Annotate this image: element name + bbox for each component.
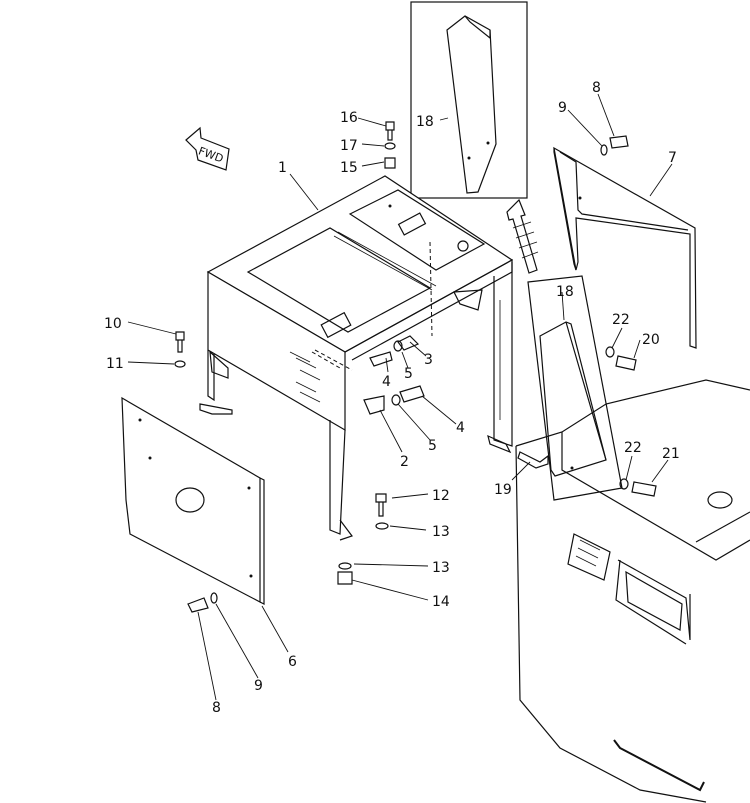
label-16: 16	[340, 110, 358, 126]
label-2: 2	[400, 454, 409, 470]
label-17: 17	[340, 138, 358, 154]
label-5a: 5	[404, 366, 413, 382]
label-22b: 22	[624, 440, 642, 456]
label-4a: 4	[382, 374, 391, 390]
label-9b: 9	[254, 678, 263, 694]
label-20: 20	[642, 332, 660, 348]
label-12: 12	[432, 488, 450, 504]
inner-bracket	[453, 289, 483, 311]
label-10: 10	[104, 316, 122, 332]
fasteners	[174, 121, 657, 613]
fwd-label: FWD	[197, 144, 226, 165]
label-18a: 18	[416, 114, 434, 130]
label-8b: 8	[212, 700, 221, 716]
leader-lines	[127, 93, 673, 701]
left-leg	[199, 350, 233, 415]
label-11: 11	[106, 356, 124, 372]
fwd-arrow-icon: FWD	[185, 126, 230, 171]
direction-arrow-icon	[506, 198, 539, 274]
label-4b: 4	[456, 420, 465, 436]
label-18b: 18	[556, 284, 574, 300]
panel-part-7	[553, 146, 697, 349]
front-leg	[329, 420, 353, 541]
label-5b: 5	[428, 438, 437, 454]
cover-part-1	[206, 175, 514, 432]
label-13a: 13	[432, 524, 450, 540]
inset-box-part-18-right	[527, 275, 623, 501]
machine-body	[515, 379, 750, 803]
label-19: 19	[494, 482, 512, 498]
label-22a: 22	[612, 312, 630, 328]
label-1: 1	[278, 160, 287, 176]
panel-part-6	[121, 396, 265, 605]
label-3: 3	[424, 352, 433, 368]
callout-labels: 1 2 3 4 4 5 5 6 7 8 8 9 9 10 11 12 13 13…	[104, 80, 680, 716]
label-15: 15	[340, 160, 358, 176]
label-6: 6	[288, 654, 297, 670]
label-21: 21	[662, 446, 680, 462]
label-9a: 9	[558, 100, 567, 116]
label-7: 7	[668, 150, 677, 166]
label-14: 14	[432, 594, 450, 610]
label-8a: 8	[592, 80, 601, 96]
inset-box-part-18-top	[410, 1, 528, 199]
label-13b: 13	[432, 560, 450, 576]
rear-leg	[487, 262, 513, 454]
